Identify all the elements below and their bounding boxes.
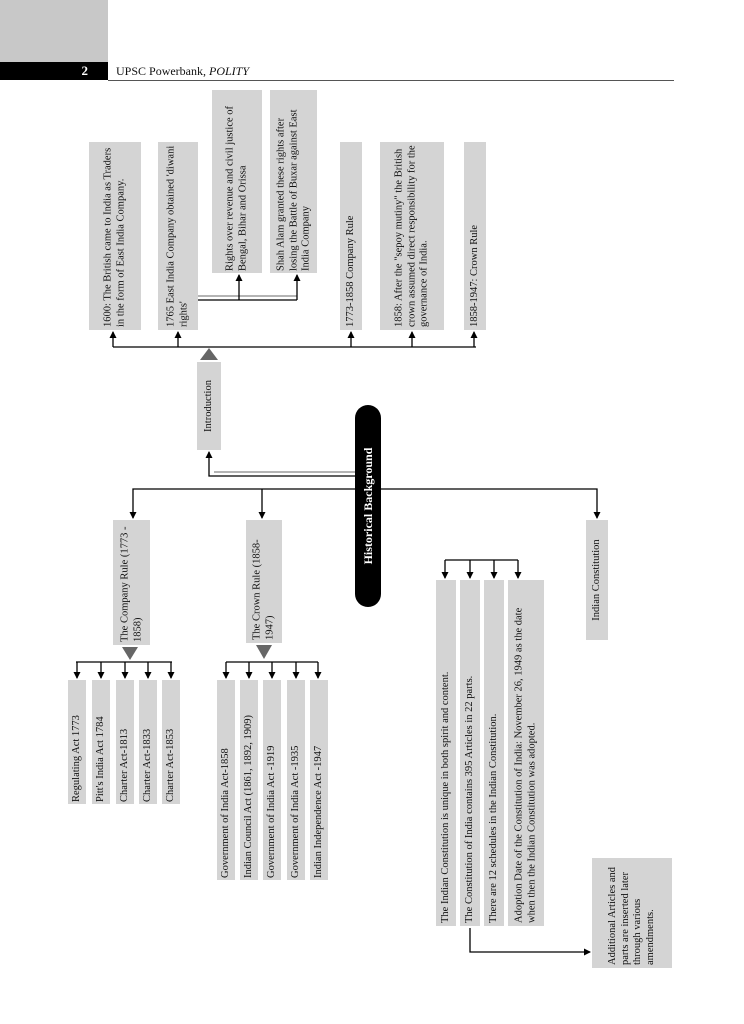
book-title: UPSC Powerbank, xyxy=(116,64,210,78)
connector-constitution xyxy=(381,488,601,519)
crown-act-1858: Government of India Act-1858 xyxy=(217,680,235,880)
intro-item-crown-rule: 1858-1947: Crown Rule xyxy=(464,142,486,330)
introduction-label: Introduction xyxy=(202,380,214,432)
intro-item-company-rule: 1773-1858 Company Rule xyxy=(340,142,362,330)
company-rule-triangle xyxy=(122,647,138,660)
company-rule-label: The Company Rule (1773 - 1858) xyxy=(119,526,143,642)
company-act-1773: Regulating Act 1773 xyxy=(68,680,86,804)
intro-item-diwani-rights-scope: Rights over revenue and civil justice of… xyxy=(212,90,262,273)
constitution-fact-unique: The Indian Constitution is unique in bot… xyxy=(436,580,456,926)
constitution-fact-articles: The Constitution of India contains 395 A… xyxy=(460,580,480,926)
company-act-1853: Charter Act-1853 xyxy=(162,680,180,804)
crown-act-council: Indian Council Act (1861, 1892, 1909) xyxy=(240,680,258,880)
crown-rule-triangle xyxy=(256,645,272,659)
constitution-amendments-note: Additional Articles and parts are insert… xyxy=(592,858,672,968)
company-act-1833: Charter Act-1833 xyxy=(139,680,157,804)
constitution-fact-adoption-date: Adoption Date of the Constitution of Ind… xyxy=(508,580,544,926)
introduction-triangle xyxy=(200,348,218,360)
intro-item-1600: 1600: The British came to India as Trade… xyxy=(89,142,141,330)
intro-item-1765: 1765 East India Company obtained 'diwani… xyxy=(158,142,198,330)
connector-hub-introduction xyxy=(205,451,355,477)
crown-rule-box: The Crown Rule (1858-1947) xyxy=(246,520,282,643)
running-header: UPSC Powerbank, POLITY xyxy=(116,63,249,79)
crown-act-1919: Government of India Act -1919 xyxy=(263,680,281,880)
header-corner-block xyxy=(0,0,108,62)
introduction-box: Introduction xyxy=(197,362,221,450)
crown-act-1947: Indian Independence Act -1947 xyxy=(310,680,328,880)
book-subject: POLITY xyxy=(209,64,250,78)
connector-amendments-note xyxy=(469,928,591,956)
header-rule xyxy=(108,80,674,81)
company-act-1813: Charter Act-1813 xyxy=(116,680,134,804)
indian-constitution-box: Indian Constitution xyxy=(586,520,608,640)
page-number-bar: 2 xyxy=(0,62,108,80)
page-number: 2 xyxy=(81,63,89,78)
intro-item-shah-alam: Shah Alam granted these rights after los… xyxy=(270,90,317,273)
crown-act-1935: Government of India Act -1935 xyxy=(287,680,305,880)
connector-hub-branches xyxy=(129,488,355,519)
company-act-1784: Pitt's India Act 1784 xyxy=(92,680,110,804)
hub-label: Historical Background xyxy=(360,447,375,565)
intro-item-1858-sepoy-mutiny: 1858: After the "sepoy mutiny" the Briti… xyxy=(380,142,444,330)
company-rule-box: The Company Rule (1773 - 1858) xyxy=(113,520,150,645)
constitution-fact-schedules: There are 12 schedules in the Indian Con… xyxy=(484,580,504,926)
hub-historical-background: Historical Background xyxy=(355,405,381,607)
crown-rule-label: The Crown Rule (1858-1947) xyxy=(251,538,276,640)
indian-constitution-label: Indian Constitution xyxy=(590,539,602,621)
